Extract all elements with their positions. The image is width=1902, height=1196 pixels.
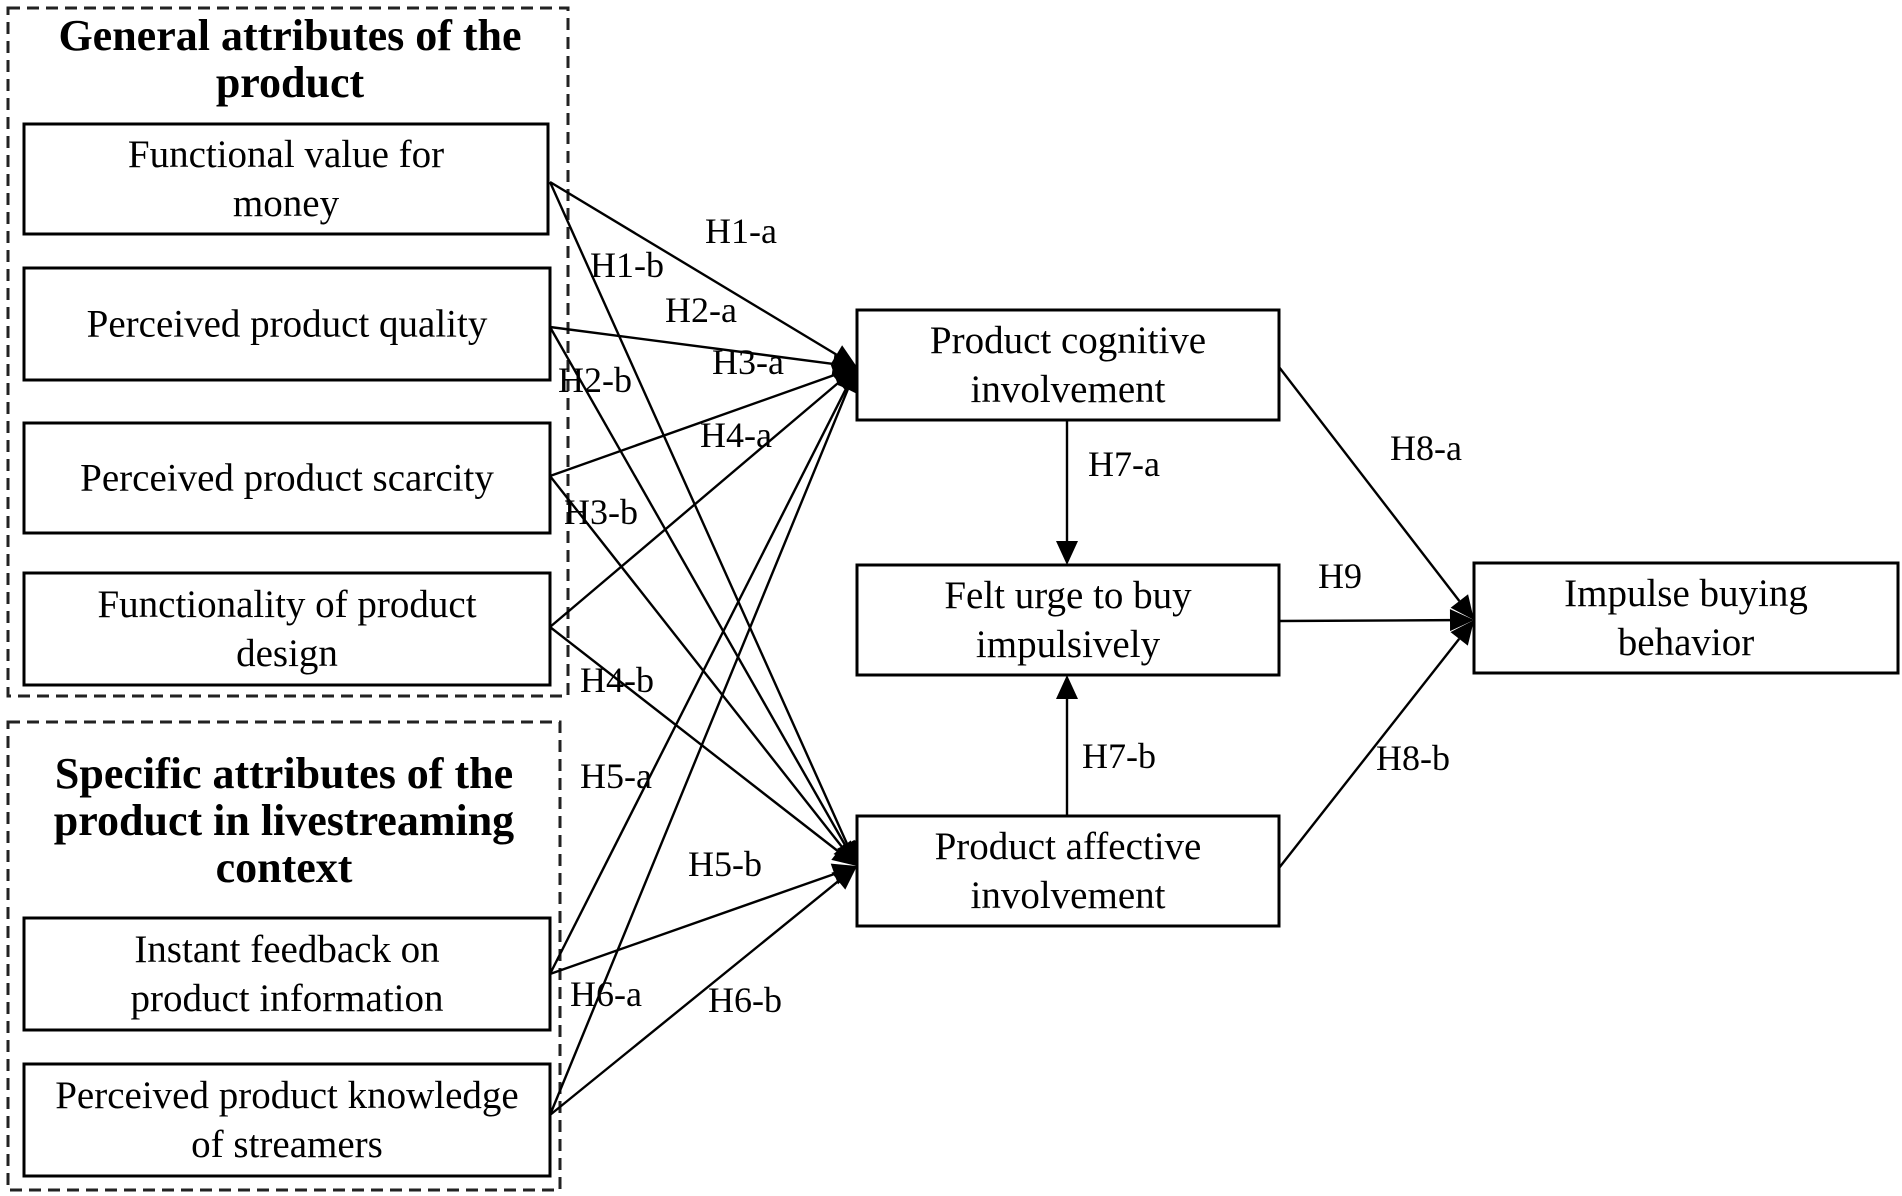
node-label-fub: Felt urge to buy — [944, 574, 1192, 617]
node-label-fvm: money — [233, 182, 340, 225]
node-fvm — [22, 122, 550, 236]
node-label-ifp: Instant feedback on — [134, 928, 439, 971]
node-label-ibb: behavior — [1618, 621, 1754, 664]
group-title-general: product — [216, 58, 365, 107]
path-line-h6a — [548, 388, 849, 1116]
path-line-h8b — [1278, 638, 1461, 869]
hypothesis-labels: H1-aH1-bH2-aH2-b H3-aH3-b H4-aH4-bH5-aH5-b… — [558, 211, 1462, 1020]
hypothesis-label-h1b: H1-b — [590, 245, 664, 285]
path-line-h2b — [548, 326, 847, 846]
group-title-specific: product in livestreaming — [54, 796, 514, 845]
path-line-h4a — [549, 381, 840, 628]
arrowhead-h8a — [1450, 594, 1474, 620]
arrowhead-h4b — [831, 842, 857, 866]
node-label-ibb: Impulse buying — [1564, 572, 1808, 615]
arrowhead-h8b — [1450, 620, 1474, 646]
path-line-h4b — [549, 626, 839, 853]
path-line-h3b — [549, 475, 844, 848]
hypothesis-label-h2a: H2-a — [665, 290, 737, 330]
hypothesis-label-h9: H9 — [1318, 556, 1362, 596]
node-label-ifp: product information — [130, 977, 443, 1020]
hypothesis-label-h6b: H6-b — [708, 980, 782, 1020]
arrowhead-h7a — [1056, 541, 1078, 565]
hypothesis-label-h7a: H7-a — [1088, 444, 1160, 484]
path-line-h5a — [548, 387, 848, 975]
hypothesis-label-h5b: H5-b — [688, 844, 762, 884]
path-line-h3a — [549, 373, 835, 478]
group-frames: General attributes of theproductSpecific… — [6, 6, 570, 1192]
group-title-general: General attributes of the — [58, 11, 521, 60]
path-line-h1a — [549, 180, 838, 356]
hypothesis-label-h4a: H4-a — [700, 415, 772, 455]
node-label-pci: involvement — [971, 368, 1166, 411]
hypothesis-label-h2b: H2-b — [558, 360, 632, 400]
group-frame-general — [6, 6, 570, 698]
hypothesis-label-h5a: H5-a — [580, 756, 652, 796]
node-label-pci: Product cognitive — [930, 319, 1206, 362]
group-title-specific: context — [216, 843, 353, 892]
node-ppq — [22, 266, 552, 382]
arrowhead-h7b — [1056, 675, 1078, 699]
path-line-h2a — [549, 325, 834, 366]
node-ppk — [22, 1062, 552, 1178]
node-pai — [855, 814, 1281, 928]
node-label-pps: Perceived product scarcity — [80, 457, 494, 500]
node-label-ppq: Perceived product quality — [87, 303, 488, 346]
path-line-h1b — [548, 181, 849, 845]
node-label-ppk: of streamers — [191, 1123, 383, 1166]
hypothesis-label-h7b: H7-b — [1082, 736, 1156, 776]
arrowhead-h9 — [1449, 609, 1474, 632]
node-label-fpd: design — [236, 632, 338, 675]
path-line-h8a — [1278, 366, 1461, 602]
hypothesis-label-h1a: H1-a — [705, 211, 777, 251]
node-pci — [855, 308, 1281, 422]
hypothesis-label-h8b: H8-b — [1376, 738, 1450, 778]
hypothesis-label-h4b: H4-b — [580, 660, 654, 700]
path-line-h5b — [549, 872, 835, 976]
arrowhead-h6a — [837, 367, 859, 394]
node-label-pai: involvement — [971, 874, 1166, 917]
node-pps — [22, 421, 552, 535]
path-arrows — [548, 180, 1474, 1116]
path-line-h9 — [1278, 618, 1451, 623]
arrowhead-h6b — [831, 866, 857, 890]
group-title-specific: Specific attributes of the — [55, 749, 513, 798]
node-ibb — [1472, 561, 1900, 675]
hypothesis-label-h8a: H8-a — [1390, 428, 1462, 468]
hypothesis-label-h3a: H3-a — [712, 342, 784, 382]
node-label-fvm: Functional value for — [128, 133, 444, 176]
node-label-fpd: Functionality of product — [97, 583, 476, 626]
hypothesis-label-h3b: H3-b — [564, 492, 638, 532]
node-label-ppk: Perceived product knowledge — [55, 1074, 519, 1117]
node-label-pai: Product affective — [935, 825, 1202, 868]
node-ifp — [22, 916, 552, 1032]
node-label-fub: impulsively — [976, 623, 1161, 666]
node-fpd — [22, 571, 552, 687]
node-fub — [855, 563, 1281, 677]
path-line-h6b — [549, 880, 840, 1116]
hypothesis-label-h6a: H6-a — [570, 974, 642, 1014]
